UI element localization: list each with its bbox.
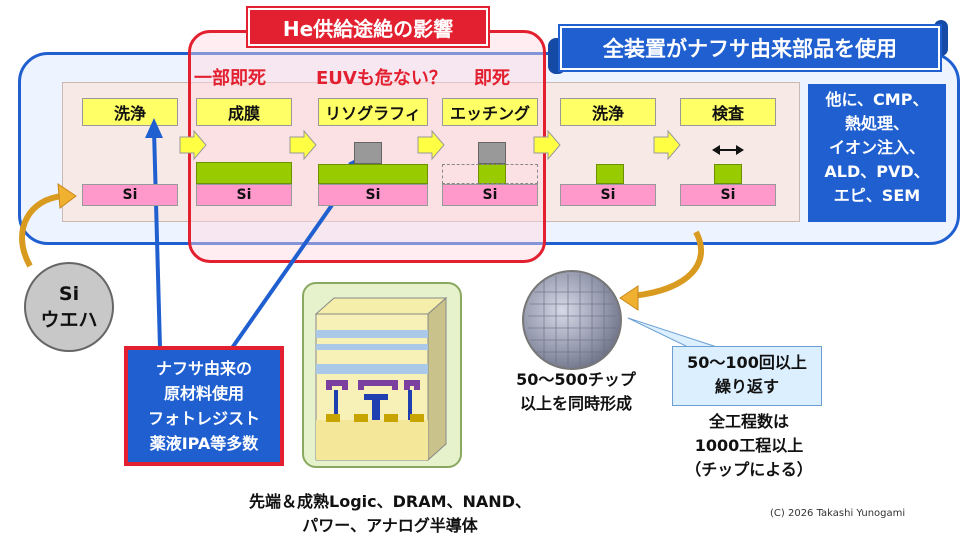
si-wafer-circle: Si ウエハ — [24, 262, 114, 352]
naphtha-line: フォトレジスト — [147, 409, 260, 428]
wafer-photo — [522, 270, 622, 370]
naphtha-line: ナフサ由来の — [155, 359, 252, 378]
step-deposition: 成膜 — [196, 98, 292, 126]
deposited-film — [318, 164, 428, 184]
other-process-line: ALD、PVD、 — [824, 162, 930, 181]
other-processes-box: 他に、CMP、 熱処理、 イオン注入、 ALD、PVD、 エピ、SEM — [808, 84, 946, 222]
si-substrate: Si — [680, 184, 776, 206]
device-cross-section-panel — [302, 282, 462, 468]
photoresist — [478, 142, 506, 164]
label-instant-death: 即死 — [474, 68, 510, 89]
all-equipment-banner: 全装置がナフサ由来部品を使用 — [560, 26, 940, 70]
repeat-callout: 50～100回以上 繰り返す — [672, 346, 822, 406]
device-cross-section-drawing — [314, 296, 448, 462]
total-steps-text: 全工程数は 1000工程以上 （チップによる） — [674, 410, 824, 482]
si-substrate: Si — [82, 184, 178, 206]
other-process-line: イオン注入、 — [828, 138, 925, 157]
etched-region-outline — [442, 164, 538, 184]
si-substrate: Si — [318, 184, 428, 206]
wafer-out-arrowhead — [619, 285, 639, 311]
step-etching: エッチング — [442, 98, 538, 126]
photoresist — [354, 142, 382, 164]
step-lithography: リソグラフィ — [318, 98, 428, 126]
callout-pointer — [627, 317, 721, 349]
devices-line: パワー、アナログ半導体 — [302, 516, 478, 535]
chips-line: 50～500チップ — [516, 370, 636, 389]
other-process-line: エピ、SEM — [833, 186, 921, 205]
patterned-film — [596, 164, 624, 184]
other-process-line: 熱処理、 — [844, 114, 909, 133]
step-cleaning-1: 洗浄 — [82, 98, 178, 126]
si-substrate: Si — [442, 184, 538, 206]
deposited-film — [196, 162, 292, 184]
patterned-film — [714, 164, 742, 184]
naphtha-line: 薬液IPA等多数 — [149, 434, 259, 453]
total-steps-line: 全工程数は — [708, 412, 789, 431]
chips-text: 50～500チップ 以上を同時形成 — [496, 368, 656, 416]
he-impact-title: He供給途絶の影響 — [248, 8, 488, 46]
devices-line: 先端＆成熟Logic、DRAM、NAND、 — [249, 492, 531, 511]
si-substrate: Si — [560, 184, 656, 206]
step-cleaning-2: 洗浄 — [560, 98, 656, 126]
devices-text: 先端＆成熟Logic、DRAM、NAND、 パワー、アナログ半導体 — [220, 490, 560, 538]
total-steps-line: （チップによる） — [685, 460, 813, 479]
label-euv-danger: EUVも危ない？ — [316, 68, 447, 89]
chips-line: 以上を同時形成 — [519, 394, 632, 413]
step-inspection: 検査 — [680, 98, 776, 126]
callout-line: 50～100回以上 — [687, 353, 807, 372]
si-substrate: Si — [196, 184, 292, 206]
wafer-circle-line: Si — [58, 283, 80, 305]
wafer-die-grid — [528, 274, 616, 366]
total-steps-line: 1000工程以上 — [694, 436, 804, 455]
copyright: (C) 2026 Takashi Yunogami — [770, 508, 906, 519]
naphtha-materials-box: ナフサ由来の 原材料使用 フォトレジスト 薬液IPA等多数 — [124, 346, 284, 466]
naphtha-line: 原材料使用 — [163, 384, 244, 403]
other-process-line: 他に、CMP、 — [825, 90, 929, 109]
wafer-circle-line: ウエハ — [40, 309, 98, 331]
label-partial-death: 一部即死 — [194, 68, 266, 89]
callout-line: 繰り返す — [714, 377, 779, 396]
